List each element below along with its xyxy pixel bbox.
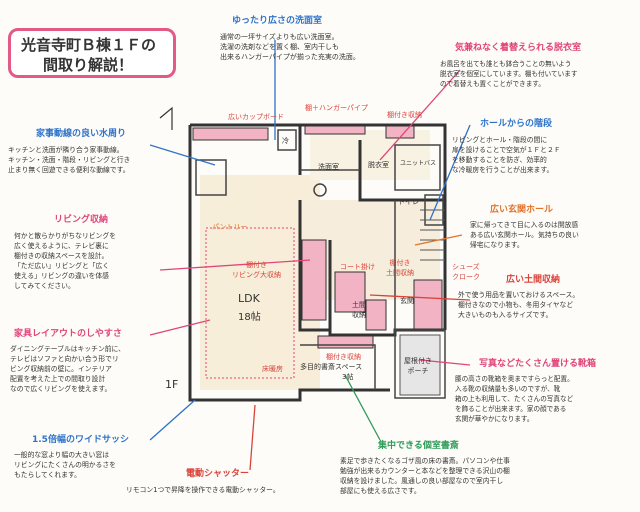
note-genkan-heading: 広い玄関ホール	[490, 205, 554, 215]
stairs	[420, 209, 445, 261]
note-senmen-heading: ゆったり広さの洗面室	[232, 16, 323, 26]
title-box: 光音寺町Ｂ棟１Ｆの 間取り解説！	[8, 28, 176, 78]
note-dodama: 広い土間収納 外で使う用品を置いておけるスペース。 棚付きなので小物も、冬用タイ…	[458, 272, 638, 320]
note-datsui-body: お風呂を出ても誰とも鉢合うことの無いよう 脱衣室を個室にしています。棚も付いてい…	[440, 60, 578, 88]
note-sash-body: 一般的な窓より幅の大きい窓は リビングにたくさんの明かるさを もたらしてくれます…	[14, 451, 116, 479]
note-shutter-body: リモコン1つで昇降を操作できる電動シャッター。	[126, 486, 280, 494]
cupboard-block	[192, 127, 269, 141]
note-sash-heading: 1.5倍幅のワイドサッシ	[32, 435, 129, 445]
label-shelf-pipe: 棚＋ハンガーパイプ	[305, 104, 368, 112]
note-dodama-body: 外で使う用品を置いておけるスペース。 棚付きなので小物も、冬用タイヤなど 大きい…	[458, 291, 580, 319]
label-shelf-storage: 棚付き収納	[326, 353, 361, 361]
title-line2: 間取り解説！	[43, 56, 134, 74]
note-hall-body: リビングとホール・階段の間に 扉を設けることで空気が１Ｆと２Ｆ を移動することを…	[452, 136, 561, 174]
note-sash: 1.5倍幅のワイドサッシ 一般的な窓より幅の大きい窓は リビングにたくさんの明か…	[14, 432, 179, 480]
label-porch: 屋根付き ポーチ	[404, 357, 432, 375]
label-doma-storage: 棚付き 土間収納	[386, 259, 414, 277]
note-living-body: 何かと散らかりがちなリビングを 広く使えるように、テレビ裏に 棚付きの収納スペー…	[14, 232, 116, 290]
note-shosai-heading: 集中できる個室書斎	[378, 441, 459, 451]
note-genkan-body: 家に帰ってきて目に入るのは開放感 ある広い玄関ホール。気持ちの良い 帰宅になりま…	[470, 221, 579, 249]
label-doma: 土間 収納	[352, 301, 366, 319]
note-hall: ホールからの階段 リビングとホール・階段の間に 扉を設けることで空気が１Ｆと２Ｆ…	[452, 116, 637, 175]
leader-lines	[149, 40, 471, 471]
note-senmen-body: 通常の一坪サイズよりも広い洗面室。 洗濯の洗剤などを置く棚、室内干しも 出来るハ…	[220, 33, 360, 61]
doma-storage-block2	[365, 299, 387, 331]
note-kutsu-heading: 写真などたくさん置ける靴箱	[479, 359, 597, 369]
note-kagu-body: ダイニングテーブルはキッチン前に、 テレビはソファと向かい合う形でリ ビング収納…	[10, 345, 125, 393]
porch	[399, 334, 441, 396]
note-shosai: 集中できる個室書斎 素足で歩きたくなるゴザ風の床の書斎。パソコンや仕事 勉強が出…	[340, 438, 638, 496]
shelf-storage-block	[317, 335, 374, 349]
label-unit-bath: ユニットバス	[400, 160, 437, 167]
label-ldk-size: 18帖	[238, 312, 261, 323]
label-pantry: パントリー	[212, 223, 248, 231]
note-mawari-heading: 家事動線の良い水周り	[36, 129, 127, 139]
note-mawari: 家事動線の良い水周り キッチンと洗面が隣り合う家事動線。 キッチン・洗面・階段・…	[8, 126, 193, 175]
title-line1: 光音寺町Ｂ棟１Ｆの	[21, 36, 157, 54]
label-genkan: 玄関	[400, 297, 414, 305]
note-genkan: 広い玄関ホール 家に帰ってきて目に入るのは開放感 ある広い玄関ホール。気持ちの良…	[470, 202, 635, 250]
label-fridge: 冷	[282, 137, 289, 145]
label-floor-heat: 床暖房	[262, 365, 283, 373]
note-kutsu-body: 腰の高さの靴箱を奥まですらっと配置。 入る靴の収納量も多いのですが、靴 箱の上も…	[455, 375, 574, 423]
note-kagu-heading: 家具レイアウトのしやすさ	[14, 329, 122, 339]
label-tana-shuno-top: 棚付き収納	[387, 111, 422, 119]
note-shutter: 電動シャッター リモコン1つで昇降を操作できる電動シャッター。	[126, 466, 336, 495]
note-senmen: ゆったり広さの洗面室 通常の一坪サイズよりも広い洗面室。 洗濯の洗剤などを置く棚…	[220, 13, 432, 62]
note-kutsu: 写真などたくさん置ける靴箱 腰の高さの靴箱を奥まですらっと配置。 入る靴の収納量…	[455, 356, 638, 424]
note-dodama-heading: 広い土間収納	[506, 275, 561, 285]
note-hall-heading: ホールからの階段	[480, 119, 553, 129]
label-toilet: トイレ	[398, 198, 419, 206]
note-datsui: 気兼ねなく着替えられる脱衣室 お風呂を出ても誰とも鉢合うことの無いよう 脱衣室を…	[440, 40, 635, 89]
label-washroom: 洗面室	[318, 163, 339, 171]
label-study: 多目的書斎スペース	[300, 363, 363, 371]
label-living-storage: 棚付き リビング大収納	[232, 261, 281, 279]
living-storage-block	[301, 239, 327, 321]
label-floor: 1F	[165, 378, 179, 391]
note-living-heading: リビング収納	[54, 215, 109, 225]
note-shutter-heading: 電動シャッター	[186, 469, 250, 479]
label-coat: コート掛け	[340, 263, 375, 271]
label-shoes: シューズ クローク	[452, 263, 480, 281]
floor-heat-area	[205, 227, 295, 379]
label-cupboard: 広いカップボード	[228, 113, 284, 121]
label-dressing-room: 脱衣室	[368, 161, 389, 169]
doma-storage-block	[334, 271, 366, 313]
note-living: リビング収納 何かと散らかりがちなリビングを 広く使えるように、テレビ裏に 棚付…	[14, 212, 184, 291]
note-kagu: 家具レイアウトのしやすさ ダイニングテーブルはキッチン前に、 テレビはソファと向…	[10, 326, 185, 394]
label-ldk: LDK	[238, 292, 260, 305]
note-shosai-body: 素足で歩きたくなるゴザ風の床の書斎。パソコンや仕事 勉強が出来るカウンターと本な…	[340, 457, 510, 495]
label-study-size: 3帖	[342, 373, 354, 381]
note-datsui-heading: 気兼ねなく着替えられる脱衣室	[455, 43, 582, 53]
note-mawari-body: キッチンと洗面が隣り合う家事動線。 キッチン・洗面・階段・リビングと行き 止まり…	[8, 146, 131, 174]
shoes-block	[413, 279, 443, 331]
north-arrow	[159, 106, 173, 130]
storage-blocks	[192, 123, 443, 349]
